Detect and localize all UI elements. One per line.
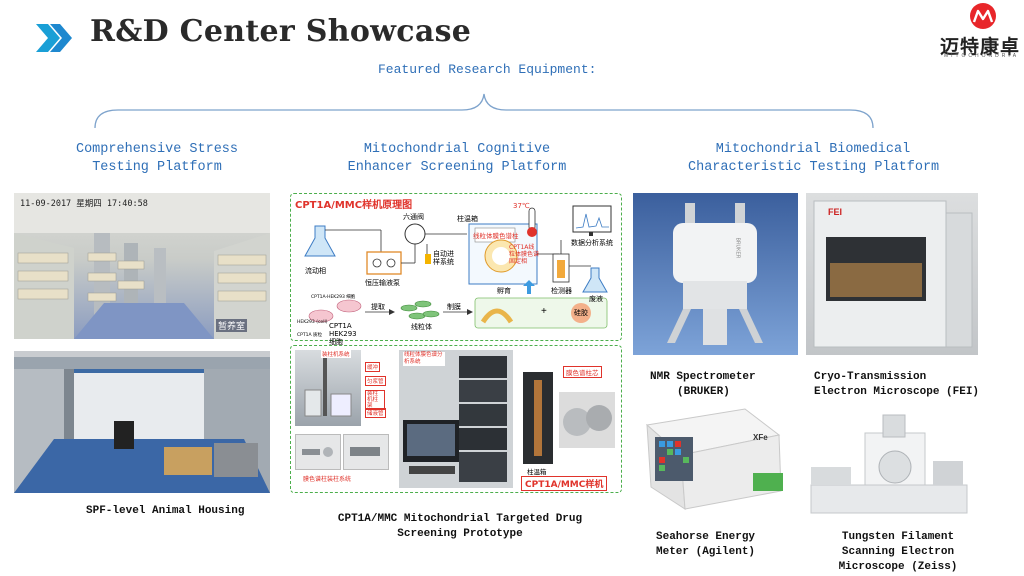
label-membrane-column: 线粒体膜色谱柱 [473, 232, 519, 240]
animal-room-photo: 11-09-2017 星期四 17:40:58 暂养室 [14, 193, 270, 339]
label-incubate: 孵育 [497, 287, 511, 295]
header-arrow-icon [34, 22, 74, 54]
xf-brand: XFe [753, 433, 768, 442]
prototype-photo-box: 装柱机系统 缓冲 匀浆管 装柱机柱架 储液管 膜色谱柱装柱系统 线粒体膜色谱分析… [290, 345, 622, 493]
label-prep-membrane: 制膜 [447, 303, 461, 311]
label-cells-small-3: CPT1A 质粒 [297, 333, 322, 338]
label-extract: 提取 [371, 303, 385, 311]
label-cells: CPT1A HEK293 细胞 [329, 322, 357, 346]
column-oven-photo [523, 372, 553, 464]
nmr-brand: BRUKER [734, 237, 741, 259]
seahorse-photo: XFe [633, 405, 799, 517]
label-cells-small-1: CPT1A-HEK293 细胞 [311, 295, 356, 300]
tag-column-oven: 柱温箱 [527, 468, 547, 476]
caption-spf: SPF-level Animal Housing [86, 505, 245, 517]
page-title: R&D Center Showcase [90, 14, 472, 49]
label-temp: 37℃ [513, 202, 530, 210]
logo-subtext: MITOCHONDRIA [944, 53, 1020, 59]
caption-nmr: NMR Spectrometer(BRUKER) [650, 371, 756, 398]
label-stationary: CPT1A线粒体膜色谱固定相 [509, 244, 540, 265]
cryo-tem-photo: FEI [806, 193, 978, 355]
fei-brand: FEI [828, 207, 843, 217]
tag-packing-column-system: 膜色谱柱装柱系统 [303, 476, 352, 483]
tag-homogenizer: 匀浆管 [365, 376, 386, 386]
spf-housing-photo [14, 351, 270, 493]
label-detector: 检测器 [551, 287, 572, 295]
label-waste: 废液 [589, 295, 603, 303]
hplc-system-photo [399, 350, 513, 488]
featured-label: Featured Research Equipment: [378, 62, 597, 77]
nmr-photo: BRUKER [633, 193, 798, 355]
column-parts-photo-1 [295, 434, 341, 470]
brace-connector [94, 93, 874, 129]
logo-text: 迈特康卓 [940, 36, 1021, 58]
column-core-photo [559, 392, 615, 448]
tag-packing-system: 装柱机系统 [321, 350, 351, 358]
label-plus: + [541, 306, 547, 317]
tag-column-rack: 装柱机柱架 [365, 390, 385, 410]
diagram-title: CPT1A/MMC样机原理图 [295, 200, 413, 211]
room-sign: 暂养室 [216, 319, 248, 332]
label-six-valve: 六通阀 [403, 213, 424, 221]
label-silica: 硅胶 [574, 309, 588, 317]
sem-photo [803, 405, 975, 517]
principle-diagram: CPT1A/MMC样机原理图 [290, 193, 622, 346]
tag-prototype: CPT1A/MMC样机 [521, 476, 608, 491]
label-data-system: 数据分析系统 [571, 239, 613, 247]
tag-hplc-system: 线粒体膜色谱分析系统 [403, 352, 445, 366]
company-logo: 迈特康卓 MITOCHONDRIA [938, 2, 1024, 60]
label-pump: 恒压输液泵 [365, 279, 400, 287]
tag-column-core: 膜色谱柱芯 [563, 366, 602, 378]
label-mito: 线粒体 [411, 323, 432, 331]
label-mobile-phase: 流动相 [305, 267, 326, 275]
photo-timestamp: 11-09-2017 星期四 17:40:58 [20, 199, 148, 209]
column-parts-photo-2 [343, 434, 389, 470]
label-column: 柱温箱 [457, 215, 478, 223]
column-packing-photo [295, 350, 361, 426]
tag-reservoir: 储液管 [365, 408, 386, 418]
label-autosampler: 自动进样系统 [433, 250, 454, 266]
tag-buffer: 缓冲 [365, 362, 381, 372]
label-cells-small-2: HEK293 (cell) [297, 320, 328, 325]
